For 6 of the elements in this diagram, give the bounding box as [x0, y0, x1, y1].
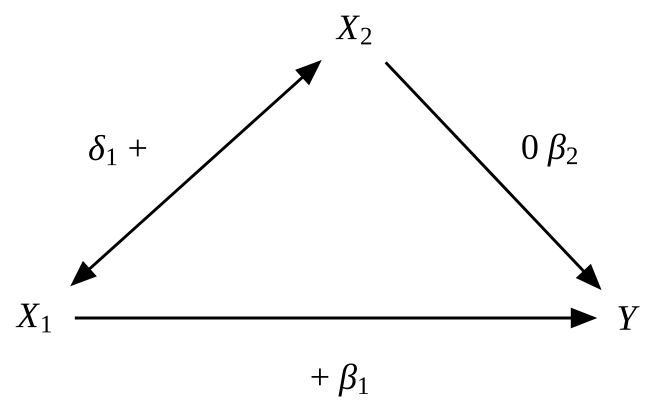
edge-label: + β$_{1}$	[307, 360, 373, 400]
variable-label: Y	[618, 306, 640, 330]
variable-label: X$_{2}$	[336, 16, 372, 44]
edge-label: δ$_{1}$ +	[85, 132, 151, 168]
variable-label: X$_{1}$	[16, 304, 52, 332]
edge-label: 0 β$_{2}$	[518, 130, 582, 170]
